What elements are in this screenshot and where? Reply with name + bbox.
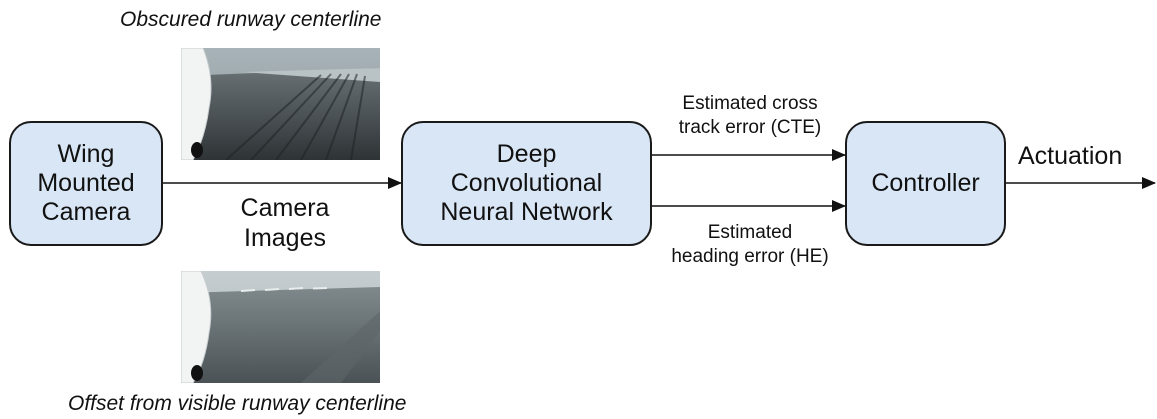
camera-images-label: Camera Images [210,193,360,253]
camera-block-line-3: Camera [41,198,131,226]
he-line-2: heading error (HE) [671,246,829,267]
camera-images-line-2: Images [244,224,326,252]
network-block: Deep Convolutional Neural Network [401,121,652,246]
network-block-line-3: Neural Network [440,198,613,226]
he-line-1: Estimated [707,222,793,243]
camera-block-line-1: Wing [57,140,115,168]
cte-line-1: Estimated cross [682,93,818,114]
camera-block-line-2: Mounted [37,169,135,197]
runway-offset-photo [181,271,380,383]
caption-offset: Offset from visible runway centerline [68,392,407,415]
cte-line-2: track error (CTE) [678,117,822,138]
caption-obscured: Obscured runway centerline [120,8,382,31]
network-block-line-2: Convolutional [450,169,603,197]
controller-block: Controller [845,121,1006,246]
network-block-line-1: Deep [496,140,557,168]
actuation-label: Actuation [1018,142,1123,170]
camera-images-line-1: Camera [240,194,330,222]
cte-label: Estimated cross track error (CTE) [640,92,860,140]
controller-label: Controller [871,169,980,197]
runway-obscured-photo [181,48,380,160]
he-label: Estimated heading error (HE) [640,221,860,269]
camera-block: Wing Mounted Camera [9,121,163,246]
